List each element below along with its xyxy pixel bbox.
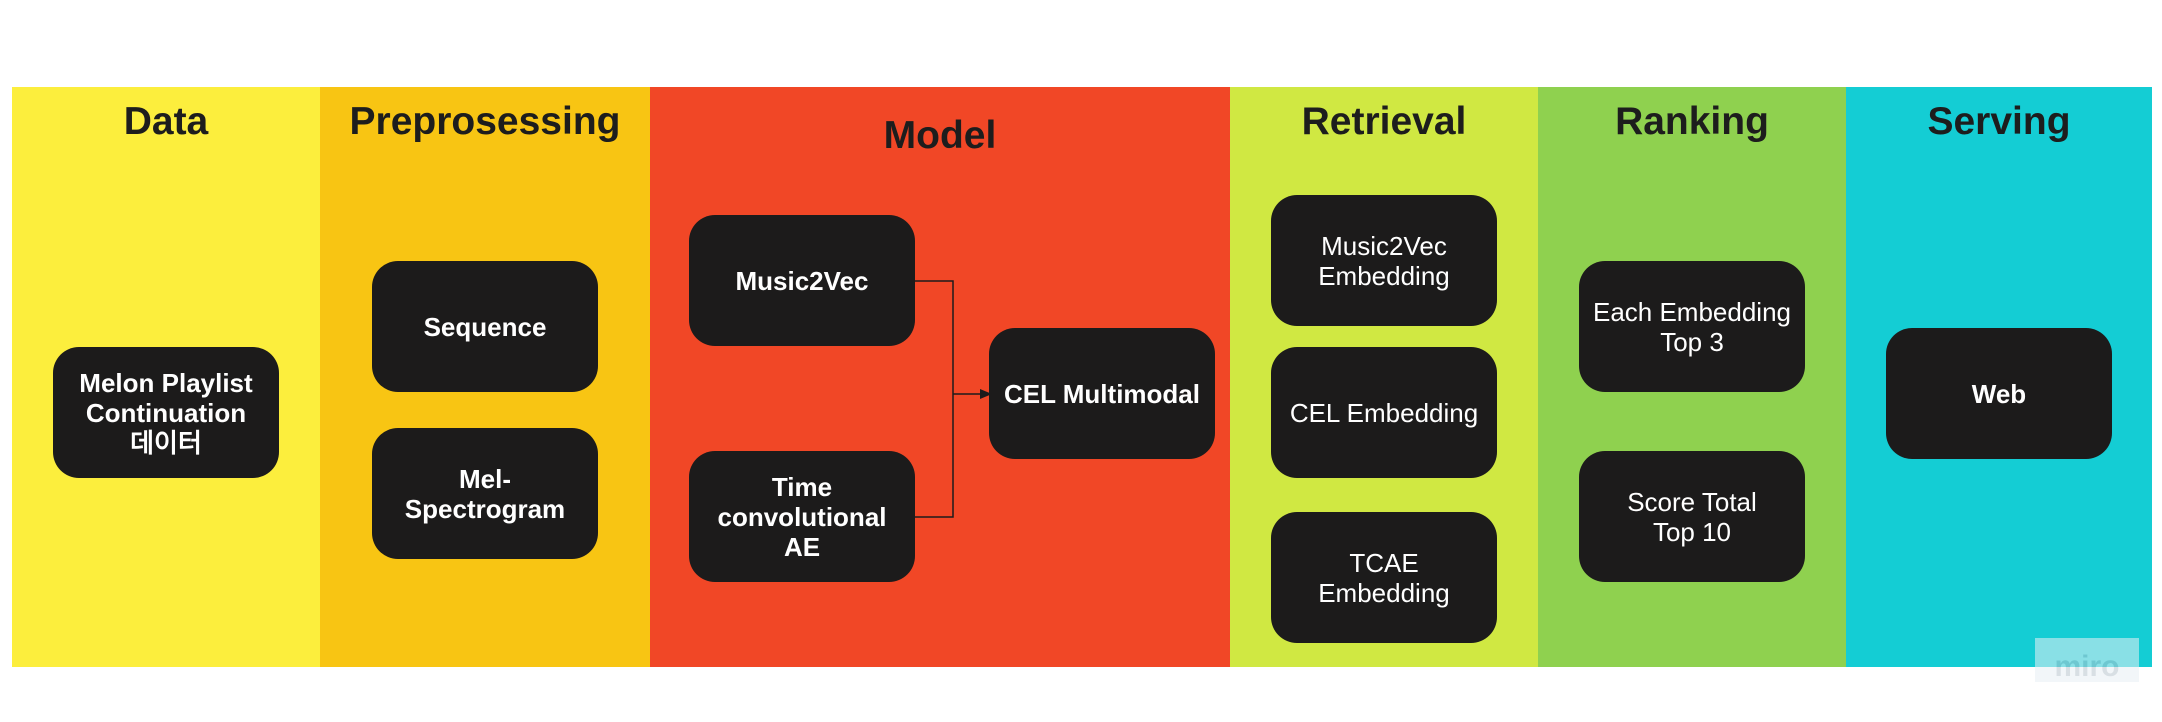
node-label: Time convolutional AE: [717, 471, 887, 562]
column-title-data: Data: [123, 100, 209, 143]
node-label: CEL Embedding: [1289, 397, 1479, 428]
node-music2vec[interactable]: Music2Vec: [689, 215, 915, 346]
column-retrieval: Retrieval Music2Vec Embedding CEL Embedd…: [1230, 87, 1538, 667]
node-label: TCAE Embedding: [1318, 547, 1450, 608]
node-label: Melon Playlist Continuation 데이터: [79, 367, 253, 458]
column-title-retrieval: Retrieval: [1301, 100, 1467, 143]
column-serving: Serving Web: [1846, 87, 2152, 667]
column-ranking: Ranking Each Embedding Top 3 Score Total…: [1538, 87, 1846, 667]
model-connectors: [914, 280, 992, 518]
node-label: Sequence: [423, 311, 547, 342]
node-web[interactable]: Web: [1886, 328, 2112, 459]
node-sequence[interactable]: Sequence: [372, 261, 598, 392]
node-score-total-top10[interactable]: Score Total Top 10: [1579, 451, 1805, 582]
node-label: CEL Multimodal: [1004, 378, 1200, 409]
watermark-text: miro: [2054, 650, 2120, 683]
node-label: Music2Vec: [735, 265, 869, 296]
column-title-model: Model: [883, 114, 997, 157]
column-data: Data Melon Playlist Continuation 데이터: [12, 87, 320, 667]
node-mel-spectrogram[interactable]: Mel- Spectrogram: [372, 428, 598, 559]
column-preprocessing: Preprosessing Sequence Mel- Spectrogram: [320, 87, 650, 667]
column-model: Model Music2Vec Time convolutional AE CE…: [650, 87, 1230, 667]
node-label: Mel- Spectrogram: [404, 463, 566, 524]
node-label: Each Embedding Top 3: [1592, 296, 1792, 357]
column-title-ranking: Ranking: [1615, 100, 1769, 143]
connector-tcae-to-cel: [914, 394, 954, 518]
node-music2vec-embedding[interactable]: Music2Vec Embedding: [1271, 195, 1497, 326]
node-time-convolutional-ae[interactable]: Time convolutional AE: [689, 451, 915, 582]
column-title-preprocessing: Preprosessing: [349, 100, 621, 143]
node-each-embedding-top3[interactable]: Each Embedding Top 3: [1579, 261, 1805, 392]
node-cel-embedding[interactable]: CEL Embedding: [1271, 347, 1497, 478]
column-title-serving: Serving: [1927, 100, 2071, 143]
node-cel-multimodal[interactable]: CEL Multimodal: [989, 328, 1215, 459]
miro-watermark: miro: [2035, 638, 2139, 682]
pipeline-board: Data Melon Playlist Continuation 데이터 Pre…: [12, 87, 2152, 667]
node-label: Web: [1971, 378, 2027, 409]
connector-music2vec-to-cel: [914, 280, 954, 394]
node-tcae-embedding[interactable]: TCAE Embedding: [1271, 512, 1497, 643]
node-label: Music2Vec Embedding: [1318, 230, 1450, 291]
node-label: Score Total Top 10: [1627, 486, 1757, 547]
node-melon-playlist[interactable]: Melon Playlist Continuation 데이터: [53, 347, 279, 478]
